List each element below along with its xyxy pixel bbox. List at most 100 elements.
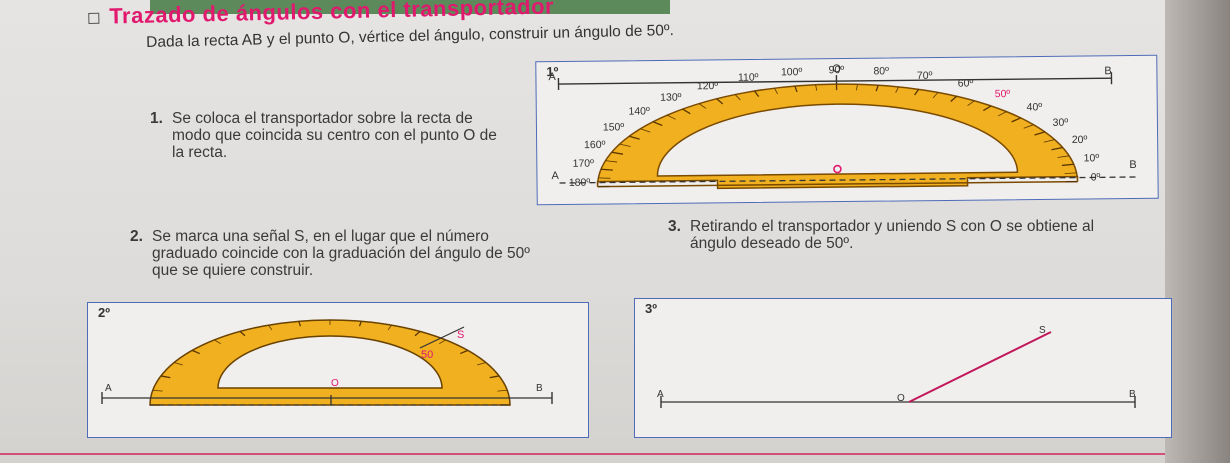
protractor-tick — [1034, 131, 1046, 136]
protractor-tick — [489, 375, 500, 379]
section-title-text: Trazado de ángulos con el transportador — [108, 0, 555, 29]
scale-label: 50º — [995, 88, 1011, 100]
protractor-tick — [239, 330, 246, 337]
protractor-tick — [815, 84, 818, 91]
checkbox-bullet-icon — [88, 12, 100, 24]
protractor-tick — [914, 88, 920, 96]
scale-label: 160º — [584, 139, 606, 151]
protractor-tick — [619, 143, 631, 147]
step-number: 3. — [668, 218, 681, 235]
protractor-tick — [794, 85, 798, 93]
protractor-tick — [629, 135, 640, 140]
protractor-tick — [214, 339, 221, 345]
protractor-tick — [439, 339, 446, 345]
protractor-tick — [298, 321, 302, 327]
protractor-tick — [1051, 146, 1063, 151]
protractor-tick — [753, 90, 760, 97]
top-image-band — [150, 0, 670, 14]
scale-label: 170º — [573, 158, 595, 170]
protractor-tick — [600, 168, 613, 171]
protractor-tick — [459, 349, 469, 355]
protractor-tick — [268, 324, 273, 331]
top-line-ab — [558, 77, 1112, 85]
protractor-tick — [191, 349, 201, 355]
scale-label: 0º — [1091, 171, 1101, 183]
point-b-label: B — [536, 383, 543, 394]
scale-label: 90º — [829, 64, 845, 76]
protractor-tick — [895, 86, 900, 93]
protractor-tick — [666, 114, 676, 120]
point-b-label: B — [1129, 159, 1136, 171]
protractor-tick — [414, 330, 421, 337]
protractor-tick — [497, 389, 508, 392]
protractor-tick — [477, 362, 486, 366]
point-a-label: A — [551, 170, 559, 182]
scale-label: 120º — [697, 80, 719, 92]
protractor-tick — [1064, 172, 1077, 174]
protractor-tick — [387, 324, 392, 331]
protractor-tick — [716, 98, 724, 105]
point-a-label: A — [105, 383, 112, 394]
step-text: Se marca una señal S, en el lugar que el… — [152, 228, 530, 279]
panel-label: 2º — [98, 305, 110, 320]
point-b-label: B — [1129, 389, 1136, 400]
angle-ray-os — [908, 331, 1052, 403]
step-3: 3. Retirando el transportador y uniendo … — [668, 218, 1130, 252]
protractor-tick — [611, 151, 624, 155]
protractor-tick — [1011, 117, 1021, 123]
step-number: 2. — [130, 228, 143, 245]
scale-label: 80º — [873, 65, 889, 77]
protractor-tick — [967, 100, 975, 107]
protractor-tick — [598, 177, 611, 179]
protractor-tick — [856, 84, 858, 91]
scale-label: 150º — [603, 121, 625, 133]
protractor-tick — [605, 160, 618, 163]
scale-label: 140º — [628, 105, 650, 117]
protractor-hole — [217, 335, 443, 389]
protractor-tick — [997, 111, 1007, 117]
scale-label: 100º — [781, 66, 803, 78]
panel-label: 1º — [546, 64, 559, 80]
protractor-tick — [652, 121, 663, 127]
point-a-label: A — [548, 71, 556, 83]
protractor-figure-1: A O B 0º10º20º30º40º50º60º70º80º90º100º1… — [548, 63, 1138, 190]
protractor-tick — [682, 108, 691, 115]
scale-label: 20º — [1072, 134, 1088, 146]
scale-label: 40º — [1027, 101, 1043, 113]
protractor-tick — [1057, 155, 1070, 158]
mark-s-label: S — [457, 329, 464, 341]
center-mark — [833, 164, 842, 174]
step-1: 1. Se coloca el transportador sobre la r… — [150, 110, 502, 161]
protractor-tick — [358, 321, 362, 327]
protractor-scale: 0º10º20º30º40º50º60º70º80º90º100º110º120… — [569, 64, 1101, 189]
figure-panel-3: 3º A O B S — [634, 298, 1172, 438]
point-a-label: A — [657, 389, 664, 400]
step-number: 1. — [150, 110, 163, 127]
step-2: 2. Se marca una señal S, en el lugar que… — [130, 228, 532, 279]
scale-label: 60º — [958, 77, 974, 89]
footer-rule — [0, 453, 1165, 455]
protractor-tick — [983, 105, 992, 112]
scale-label: 110º — [738, 72, 759, 84]
scale-label: 130º — [660, 91, 682, 103]
point-o-label: O — [832, 63, 841, 75]
angle-result-figure: A O B S — [657, 325, 1136, 408]
panel-label: 3º — [645, 301, 657, 316]
protractor-tick — [1043, 139, 1055, 143]
step-text: Se coloca el transportador sobre la rect… — [172, 110, 497, 161]
protractor-ticks — [597, 84, 1078, 188]
protractor-tick — [1023, 124, 1034, 129]
point-b-label: B — [1104, 65, 1111, 77]
scale-label: 70º — [917, 70, 933, 82]
protractor-tick — [774, 87, 778, 95]
protractor-tick — [734, 94, 741, 101]
protractor-tick — [152, 389, 163, 392]
base-line-ab — [559, 176, 1138, 184]
point-o-label: O — [331, 378, 339, 389]
step-text: Retirando el transportador y uniendo S c… — [690, 218, 1095, 252]
scale-label: 30º — [1053, 117, 1069, 129]
protractor-tick — [932, 92, 939, 99]
point-o-label: O — [897, 393, 905, 404]
